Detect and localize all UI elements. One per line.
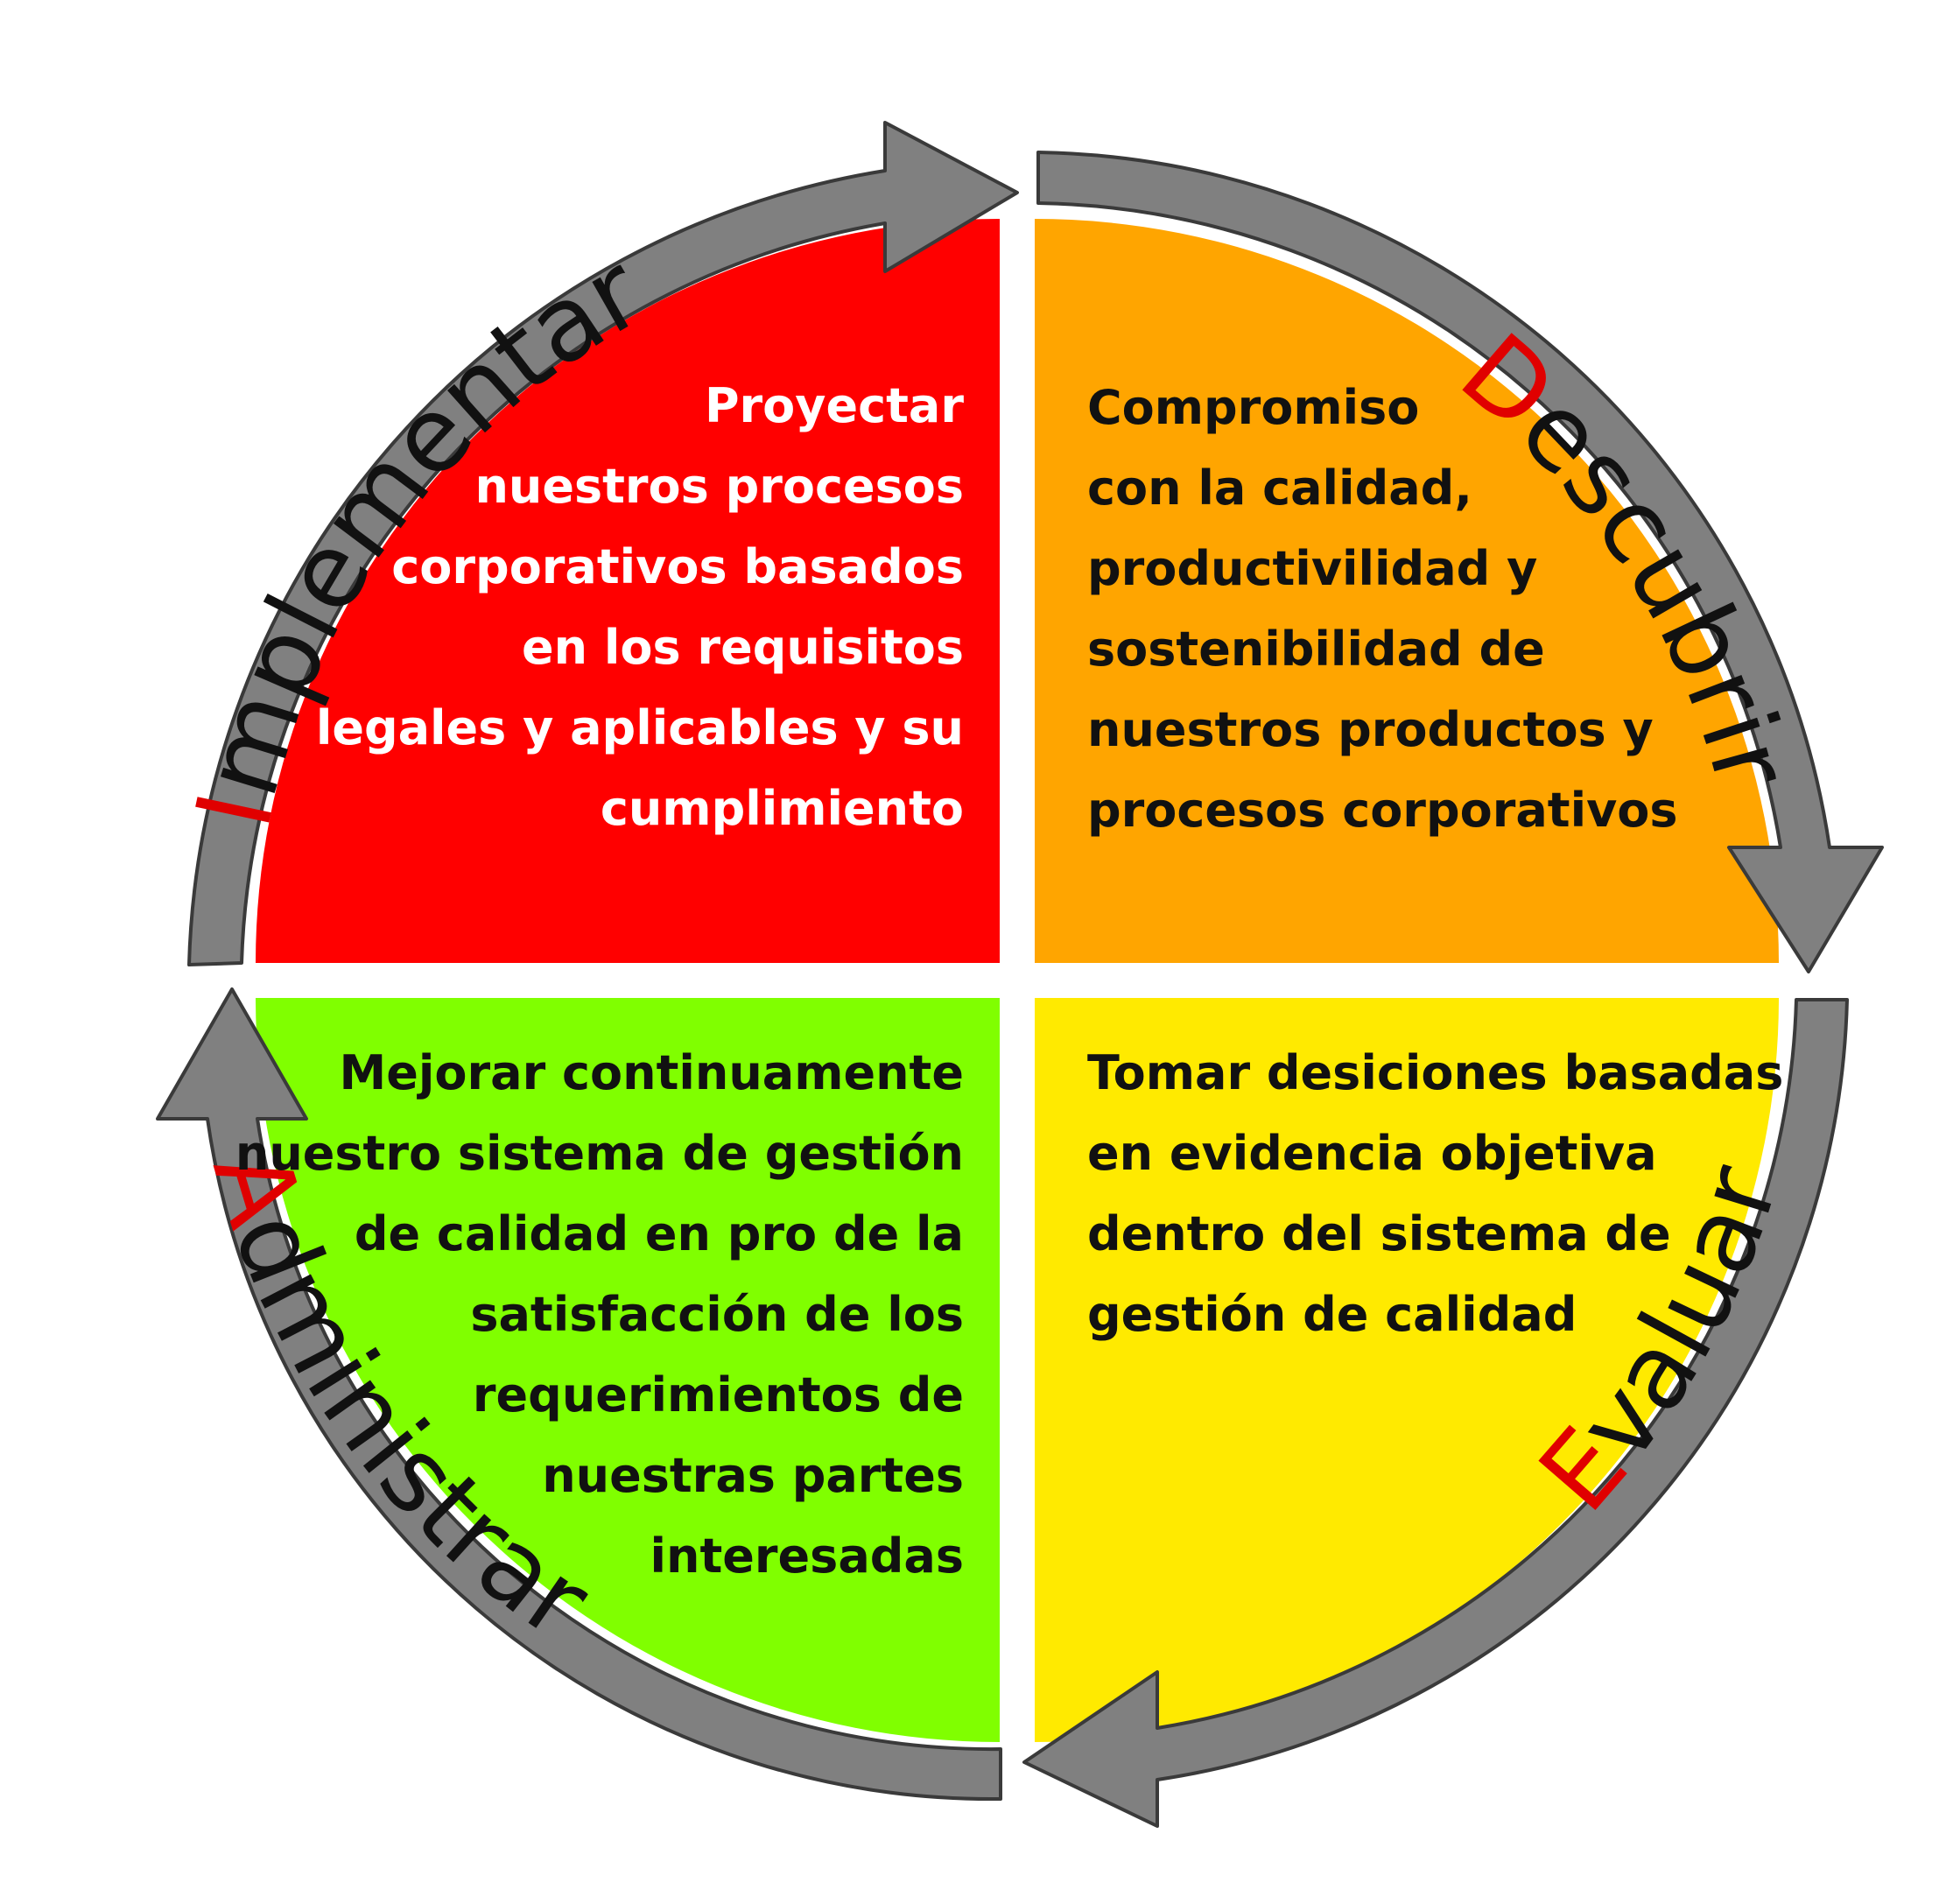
arrow-bottom-left	[156, 987, 1002, 1802]
text-line: Compromiso	[1087, 380, 1420, 435]
text-line: con la calidad,	[1087, 460, 1472, 516]
quadrant-bottom-left-text: Mejorar continuamente nuestro sistema de…	[235, 1033, 964, 1597]
cycle-arrows	[156, 121, 1884, 1828]
quadrant-top-right-text: Compromiso con la calidad, productivilid…	[1087, 368, 1678, 851]
quadrant-bottom-left	[256, 998, 1000, 1742]
quadrant-bottom-right	[1035, 998, 1779, 1742]
text-line: productivilidad y	[1087, 541, 1538, 596]
text-line: corporativos basados	[391, 539, 964, 594]
text-line: Tomar desiciones basadas	[1087, 1045, 1784, 1100]
text-line: nuestros productos y	[1087, 702, 1654, 757]
text-line: sostenibilidad de	[1087, 622, 1545, 677]
text-line: requerimientos de	[472, 1367, 964, 1423]
text-line: cumplimiento	[600, 781, 964, 836]
quadrant-top-right	[1035, 219, 1779, 963]
text-line: nuestros procesos	[474, 459, 964, 514]
quadrant-top-left	[256, 219, 1000, 963]
text-line: satisfacción de los	[470, 1287, 964, 1342]
text-line: interesadas	[650, 1528, 964, 1584]
text-line: procesos corporativos	[1087, 783, 1678, 838]
arrow-bottom-right	[1022, 998, 1849, 1828]
text-line: de calidad en pro de la	[354, 1206, 964, 1261]
text-line: gestión de calidad	[1087, 1287, 1577, 1342]
arrow-top-right	[1036, 151, 1884, 973]
text-line: Mejorar continuamente	[339, 1045, 964, 1100]
text-line: legales y aplicables y su	[315, 700, 964, 755]
quadrant-top-left-text: Proyectar nuestros procesos corporativos…	[316, 366, 964, 849]
quadrant-bottom-right-text: Tomar desiciones basadas en evidencia ob…	[1087, 1033, 1783, 1355]
text-line: dentro del sistema de	[1087, 1206, 1671, 1261]
text-line: nuestras partes	[542, 1448, 964, 1503]
text-line: en evidencia objetiva	[1087, 1126, 1657, 1181]
arrow-top-left	[187, 121, 1019, 966]
text-line: en los requisitos	[522, 620, 964, 675]
text-line: nuestro sistema de gestión	[235, 1126, 964, 1181]
text-line: Proyectar	[704, 378, 964, 433]
